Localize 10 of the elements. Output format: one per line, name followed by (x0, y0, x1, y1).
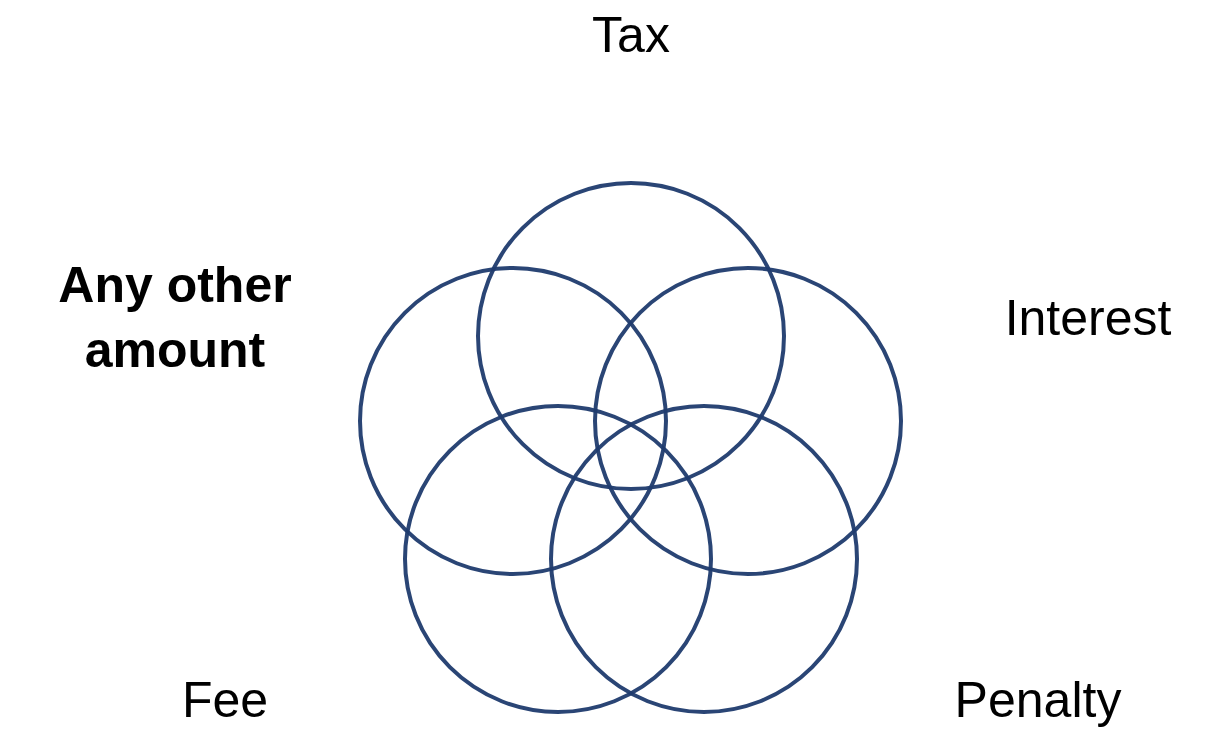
circle-outline (358, 266, 668, 576)
circle-outline (593, 266, 903, 576)
circle-outline (549, 404, 859, 714)
circle-label: Interest (1004, 288, 1172, 348)
circle-outline (403, 404, 713, 714)
circle-label: Any other amount (57, 256, 293, 380)
circle-label: Penalty (954, 670, 1122, 730)
circle-outline (476, 181, 786, 491)
circle-label: Fee (181, 670, 269, 730)
circle-label: Tax (592, 5, 670, 65)
